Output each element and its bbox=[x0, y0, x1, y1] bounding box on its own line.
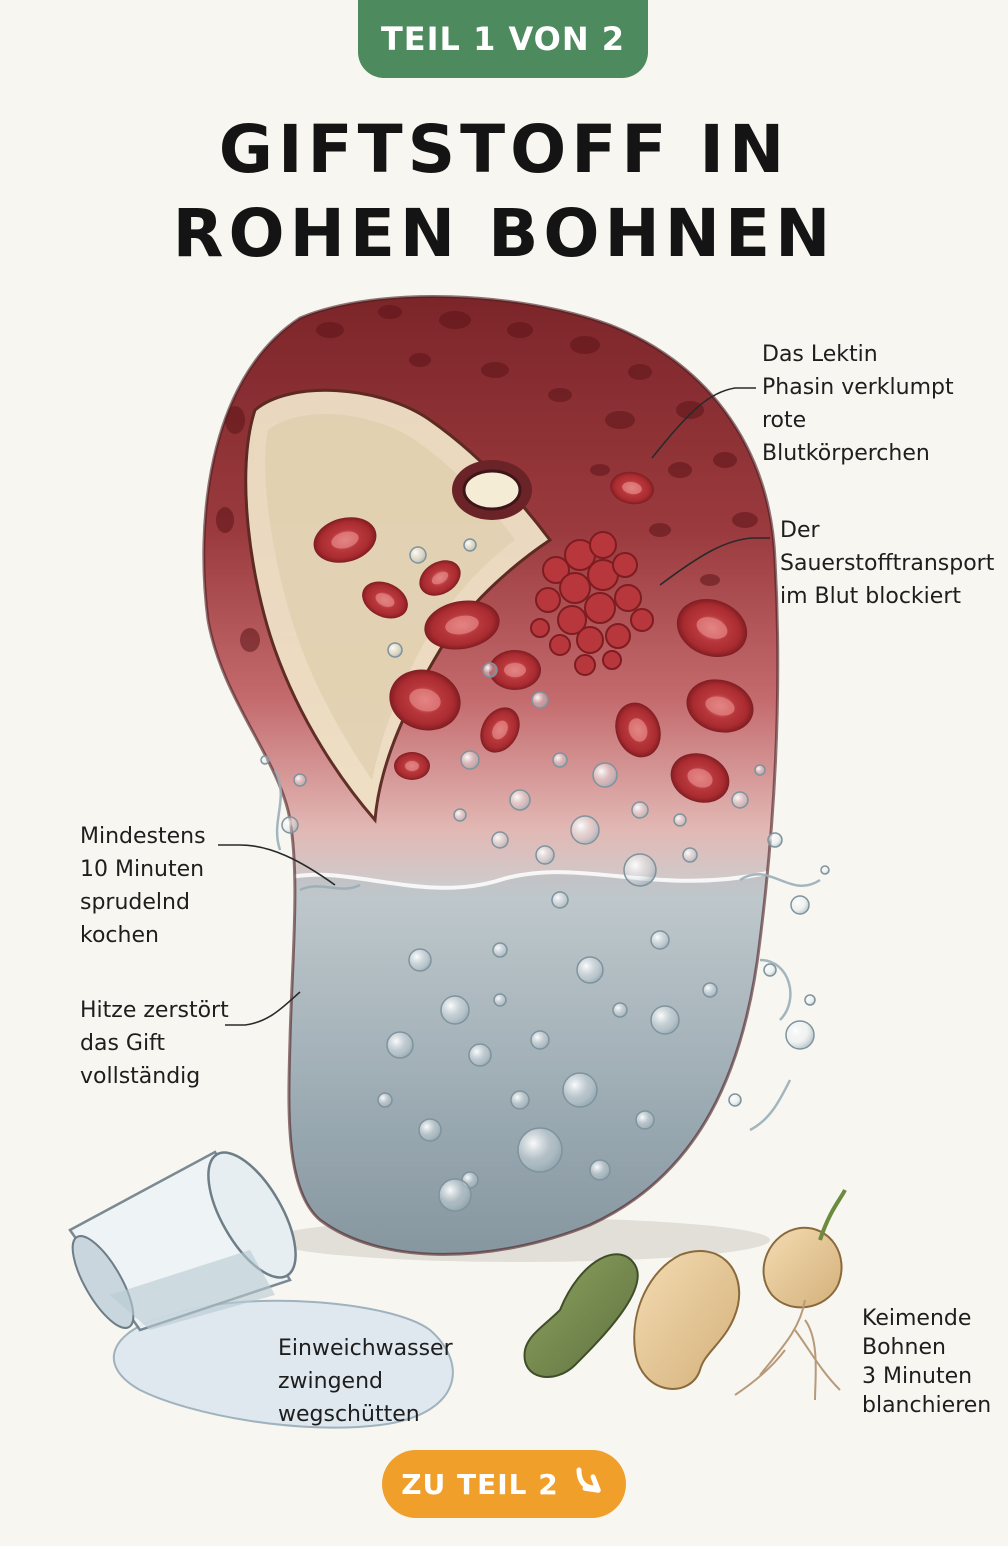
sprout-line-2: Bohnen bbox=[862, 1335, 946, 1360]
red-blood-cells bbox=[313, 471, 754, 803]
lectin-line-1: Das Lektin bbox=[762, 342, 878, 367]
title-line-1: GIFTSTOFF IN bbox=[218, 111, 790, 188]
arrow-down-right-icon bbox=[576, 1467, 601, 1493]
boil-line-1: Mindestens bbox=[80, 824, 206, 849]
lectin-cluster bbox=[530, 531, 654, 676]
title-line-2: ROHEN BOHNEN bbox=[172, 195, 836, 272]
heat-line-1: Hitze zerstört bbox=[80, 998, 229, 1023]
sprout-line-3: 3 Minuten bbox=[862, 1364, 973, 1389]
oxygen-line-2: Sauerstofftransport bbox=[780, 551, 995, 576]
next-part-label: ZU TEIL 2 bbox=[401, 1467, 559, 1501]
sprout-line-1: Keimende bbox=[862, 1306, 972, 1331]
page-title: GIFTSTOFF IN ROHEN BOHNEN bbox=[0, 108, 1008, 276]
boil-line-4: kochen bbox=[80, 923, 159, 948]
spilled-glass bbox=[68, 1150, 454, 1429]
water-bubbles bbox=[260, 538, 830, 1212]
boil-line-3: sprudelnd bbox=[80, 890, 190, 915]
part-badge: TEIL 1 VON 2 bbox=[358, 0, 648, 78]
annotation-heat: Hitze zerstört das Gift vollständig bbox=[80, 994, 229, 1093]
small-beans bbox=[523, 1189, 847, 1401]
boil-line-2: 10 Minuten bbox=[80, 857, 205, 882]
annotation-boil: Mindestens 10 Minuten sprudelnd kochen bbox=[80, 820, 206, 952]
oxygen-line-1: Der bbox=[780, 518, 820, 543]
next-part-button[interactable]: ZU TEIL 2 bbox=[382, 1450, 626, 1518]
sprout-line-4: blanchieren bbox=[862, 1393, 992, 1418]
leader-lines bbox=[218, 387, 770, 1026]
lectin-line-2: Phasin verklumpt bbox=[762, 375, 954, 400]
lectin-line-4: Blutkörperchen bbox=[762, 441, 930, 466]
annotation-lectin: Das Lektin Phasin verklumpt rote Blutkör… bbox=[762, 338, 954, 470]
soak-line-1: Einweichwasser bbox=[278, 1336, 453, 1361]
annotation-soak: Einweichwasser zwingend wegschütten bbox=[278, 1332, 453, 1431]
annotation-oxygen: Der Sauerstofftransport im Blut blockier… bbox=[780, 514, 994, 613]
annotation-sprout: Keimende Bohnen 3 Minuten blanchieren bbox=[862, 1304, 991, 1420]
oxygen-line-3: im Blut blockiert bbox=[780, 584, 961, 609]
heat-line-2: das Gift bbox=[80, 1031, 166, 1056]
soak-line-3: wegschütten bbox=[278, 1402, 420, 1427]
heat-line-3: vollständig bbox=[80, 1064, 201, 1089]
lectin-line-3: rote bbox=[762, 408, 807, 433]
soak-line-2: zwingend bbox=[278, 1369, 384, 1394]
